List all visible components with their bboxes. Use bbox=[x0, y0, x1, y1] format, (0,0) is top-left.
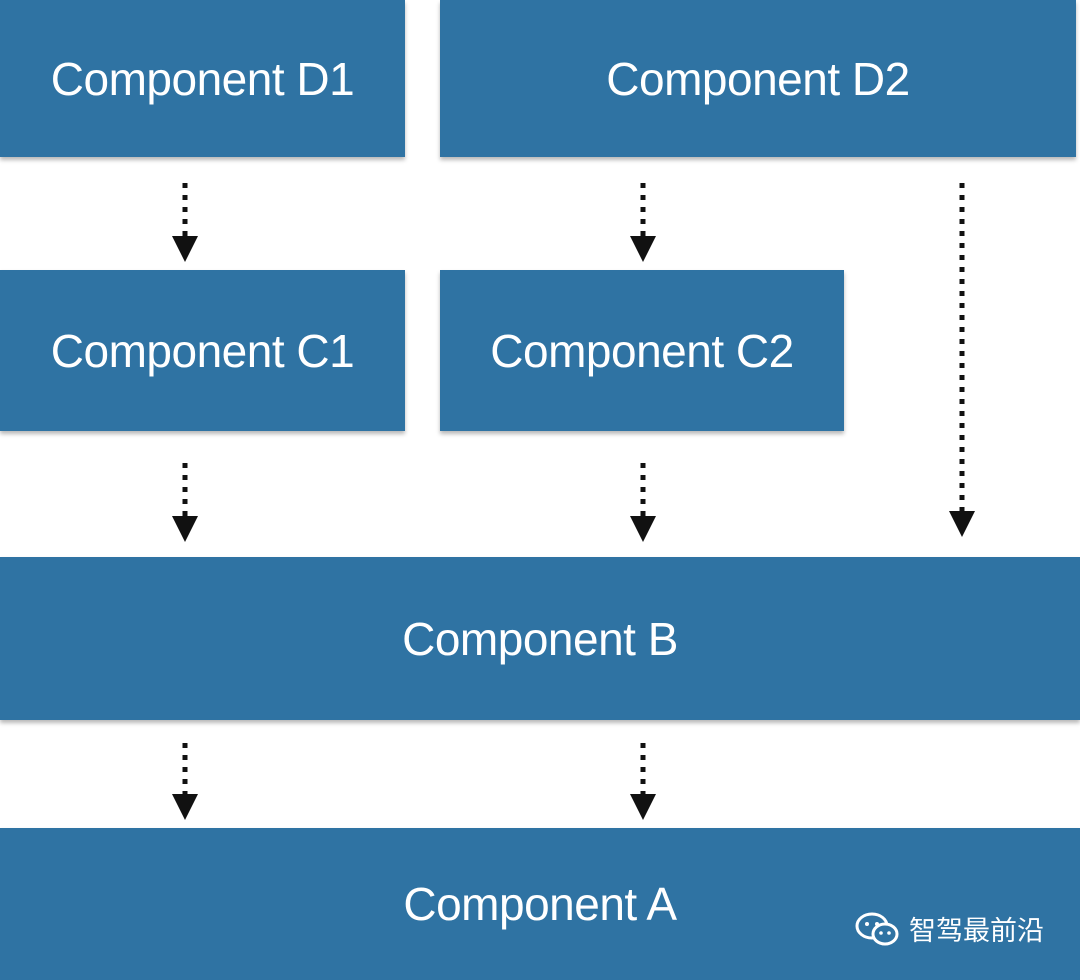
component-a-label: Component A bbox=[403, 878, 677, 930]
arrow-head bbox=[172, 236, 198, 262]
component-a-box: Component A bbox=[0, 828, 1080, 980]
component-c1-box: Component C1 bbox=[0, 270, 405, 431]
arrow-head bbox=[630, 794, 656, 820]
wechat-icon bbox=[855, 912, 899, 945]
arrow-head bbox=[172, 516, 198, 542]
component-b-label: Component B bbox=[402, 612, 678, 665]
component-c2-label: Component C2 bbox=[490, 324, 794, 377]
component-c1-label: Component C1 bbox=[50, 324, 355, 377]
watermark: 智驾最前沿 bbox=[853, 909, 1044, 948]
component-d1-box: Component D1 bbox=[0, 0, 405, 157]
component-b-box: Component B bbox=[0, 557, 1080, 720]
arrow-c1-to-b bbox=[172, 463, 198, 542]
component-c2-box: Component C2 bbox=[440, 270, 844, 431]
arrow-head bbox=[172, 794, 198, 820]
arrow-head bbox=[949, 511, 975, 537]
arrow-b-to-a bbox=[172, 743, 198, 820]
watermark-text: 智驾最前沿 bbox=[909, 916, 1044, 947]
arrow-b-to-a bbox=[630, 743, 656, 820]
component-d2-label: Component D2 bbox=[606, 52, 910, 105]
arrow-d2-to-c2 bbox=[630, 183, 656, 262]
arrow-head bbox=[630, 236, 656, 262]
component-d1-label: Component D1 bbox=[50, 52, 355, 105]
arrow-head bbox=[630, 516, 656, 542]
component-d2-box: Component D2 bbox=[440, 0, 1076, 157]
arrow-d1-to-c1 bbox=[172, 183, 198, 262]
arrow-d2-to-b bbox=[949, 183, 975, 537]
arrow-c2-to-b bbox=[630, 463, 656, 542]
